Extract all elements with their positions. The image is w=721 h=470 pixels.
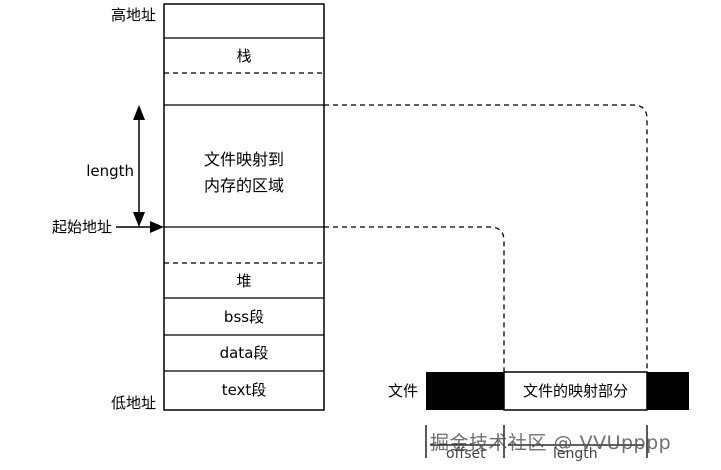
mmap-top-connector — [324, 104, 648, 372]
memory-column — [163, 3, 325, 411]
length-arrow-down-head — [133, 212, 145, 227]
stack-segment-label: 栈 — [236, 47, 252, 65]
file-bar-left — [426, 372, 504, 410]
data-segment-label: data段 — [219, 344, 269, 362]
heap-segment-label: 堆 — [236, 272, 252, 290]
watermark-text: 掘金技术社区 @ VVUpppp — [430, 432, 672, 454]
file-length-label: length — [553, 446, 598, 462]
mmap-bottom-connector — [324, 226, 505, 372]
start-address-label: 起始地址 — [51, 218, 112, 236]
start-address-arrow-head — [150, 221, 164, 233]
low-address-label: 低地址 — [110, 394, 156, 412]
bss-segment-label: bss段 — [223, 308, 265, 326]
offset-label: offset — [446, 446, 486, 462]
file-label: 文件 — [387, 382, 418, 400]
high-address-label: 高地址 — [110, 6, 156, 24]
length-arrow-up-head — [133, 105, 145, 120]
file-bar-right — [647, 372, 689, 410]
file-mapped-part-box — [503, 371, 648, 411]
mmap-region-label-line1: 文件映射到 — [203, 150, 284, 169]
length-label: length — [86, 162, 134, 180]
file-mapped-part-label: 文件的映射部分 — [522, 382, 628, 400]
mmap-region-label-line2: 内存的区域 — [203, 176, 284, 195]
text-segment-label: text段 — [221, 381, 267, 399]
